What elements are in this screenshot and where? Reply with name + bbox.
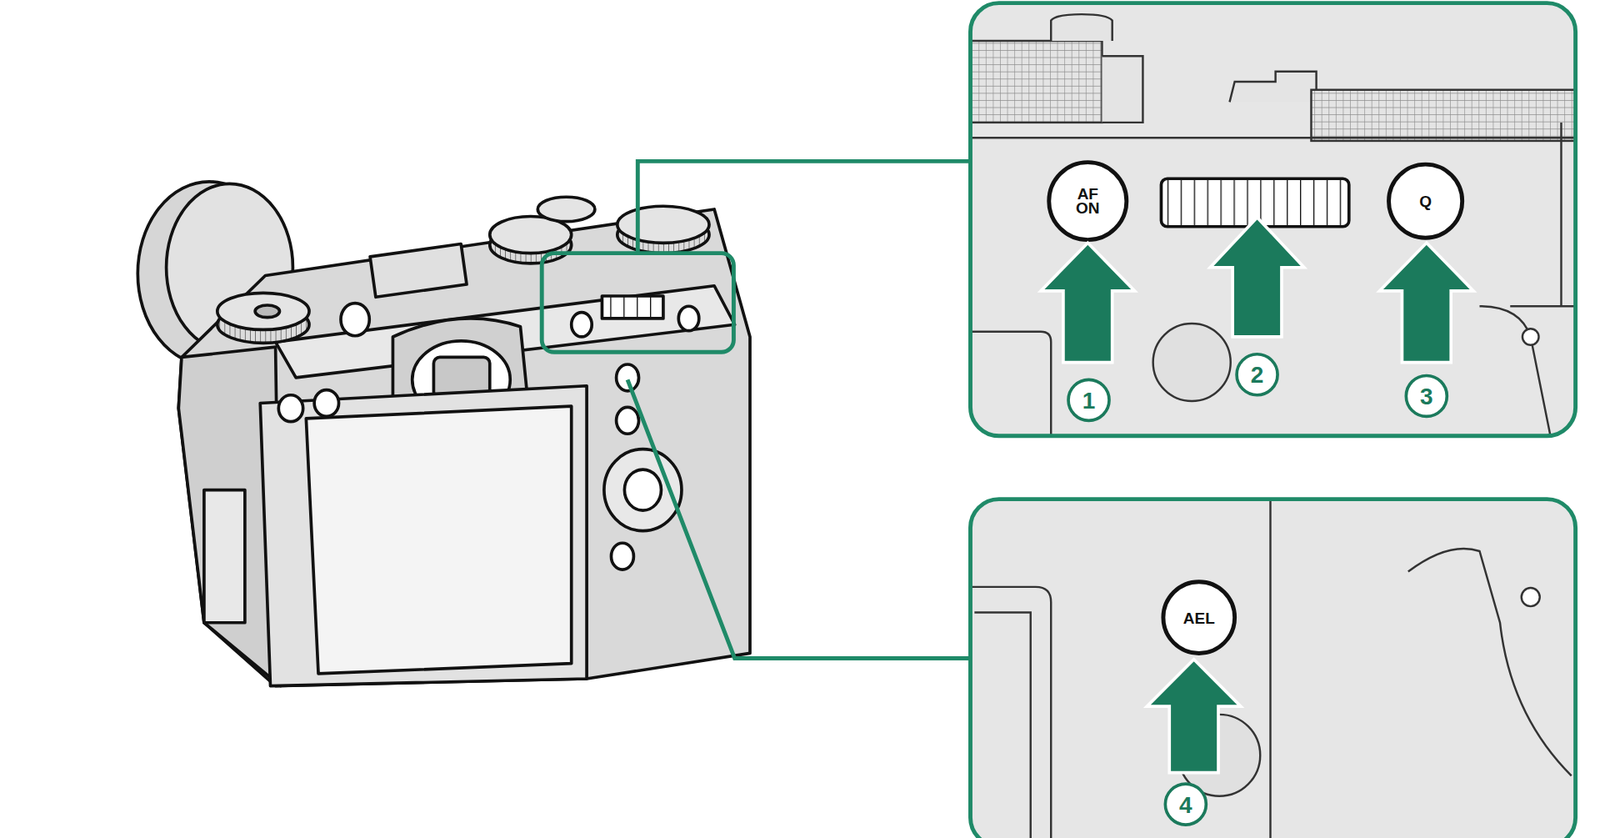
button-label: AF ON	[1075, 186, 1100, 215]
zoom-panel	[959, 499, 1576, 838]
callout-circle	[1068, 354, 1447, 825]
callout-number: 3	[1420, 385, 1434, 409]
callout-number: 2	[1250, 363, 1265, 387]
button-label: AEL	[1183, 609, 1215, 625]
button-label: Q	[1419, 193, 1432, 210]
callout-number: 1	[1082, 389, 1096, 413]
callout-number: 4	[1179, 793, 1193, 817]
press-arrow	[1040, 217, 1474, 773]
zoom-panel	[959, 3, 1592, 440]
camera-body	[137, 181, 750, 686]
leader-line	[541, 160, 972, 658]
